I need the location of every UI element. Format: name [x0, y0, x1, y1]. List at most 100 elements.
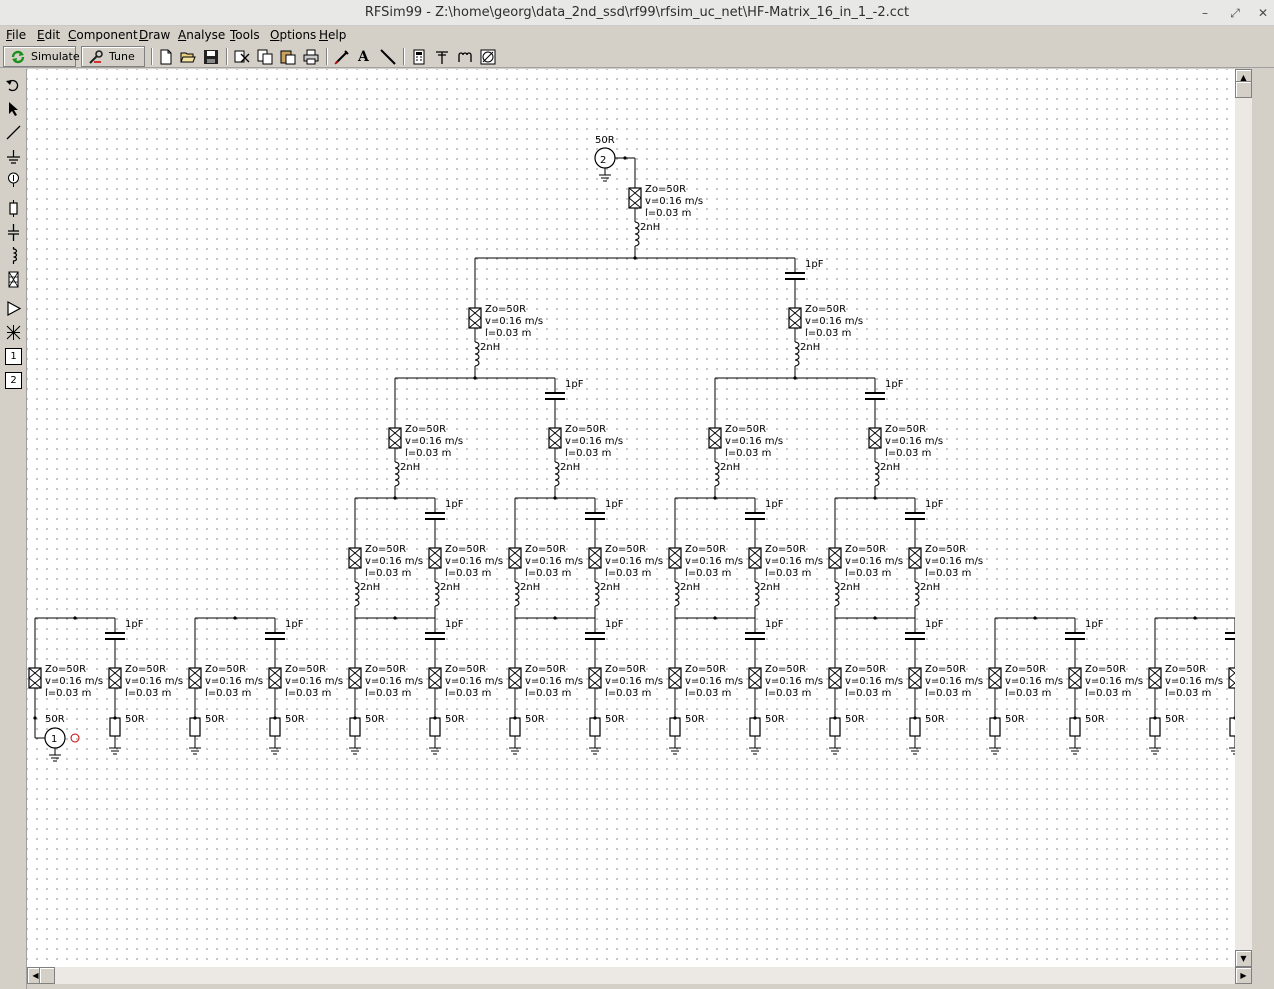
- junction-dot: [553, 496, 557, 500]
- resistor: [589, 717, 601, 737]
- restore-button[interactable]: ⤢: [1230, 6, 1240, 20]
- menu-options-label: ptions: [279, 28, 317, 42]
- transmission-line-icon[interactable]: [5, 271, 22, 288]
- transmission-line-pattern: [468, 307, 482, 329]
- junction-dot: [473, 376, 477, 380]
- vertical-scrollbar[interactable]: ▲ ▼: [1235, 69, 1252, 967]
- calculator-icon[interactable]: [410, 48, 428, 66]
- wire-icon[interactable]: [5, 124, 22, 141]
- paste-icon[interactable]: [279, 48, 297, 66]
- inductor-label: 2nH: [880, 462, 900, 473]
- inductor-icon[interactable]: [5, 247, 22, 264]
- resistor-label: 50R: [525, 714, 545, 725]
- transformer-icon[interactable]: [5, 324, 22, 341]
- tline-length-label: l=0.03 m: [885, 448, 931, 459]
- save-file-icon[interactable]: [202, 48, 220, 66]
- tline-impedance-label: Zo=50R: [285, 664, 326, 675]
- menu-options[interactable]: Options: [270, 28, 316, 42]
- tline-velocity-label: v=0.16 m/s: [445, 676, 503, 687]
- tline-length-label: l=0.03 m: [765, 568, 811, 579]
- menu-draw[interactable]: Draw: [139, 28, 170, 42]
- junction-dot: [913, 716, 917, 720]
- transmission-line: [748, 667, 762, 689]
- transmission-line: [588, 667, 602, 689]
- resistor-label: 50R: [205, 714, 225, 725]
- junction-dot: [73, 616, 77, 620]
- smith-chart-icon[interactable]: [479, 48, 497, 66]
- resistor: [349, 717, 361, 737]
- menu-help[interactable]: Help: [319, 28, 346, 42]
- menu-tools[interactable]: Tools: [230, 28, 260, 42]
- simulate-button[interactable]: Simulate: [3, 46, 80, 67]
- menu-component-label: omponent: [76, 28, 138, 42]
- scroll-down-button[interactable]: ▼: [1235, 950, 1252, 967]
- resistor-label: 50R: [285, 714, 305, 725]
- close-button[interactable]: ✕: [1257, 6, 1269, 20]
- tline-velocity-label: v=0.16 m/s: [605, 676, 663, 687]
- tline-length-label: l=0.03 m: [445, 688, 491, 699]
- menu-edit-label: dit: [44, 28, 61, 42]
- tline-velocity-label: v=0.16 m/s: [725, 436, 783, 447]
- capacitor: [585, 632, 605, 640]
- simulate-icon: [11, 50, 25, 64]
- capacitor-icon[interactable]: [5, 224, 22, 241]
- transmission-line-pattern: [1148, 667, 1162, 689]
- tline-impedance-label: Zo=50R: [525, 544, 566, 555]
- ground-icon[interactable]: [5, 148, 22, 165]
- line-tool-icon[interactable]: [379, 48, 397, 66]
- resistor: [429, 717, 441, 737]
- text-tool-icon[interactable]: A: [358, 49, 369, 65]
- menu-component[interactable]: Component: [68, 28, 138, 42]
- resistor-label: 50R: [365, 714, 385, 725]
- menu-edit[interactable]: Edit: [37, 28, 60, 42]
- resistor-icon[interactable]: [5, 200, 22, 217]
- tline-impedance-label: Zo=50R: [525, 664, 566, 675]
- junction-dot: [393, 616, 397, 620]
- copy-icon[interactable]: [256, 48, 274, 66]
- new-file-icon[interactable]: [157, 48, 175, 66]
- amplifier-icon[interactable]: [5, 300, 22, 317]
- resistor-label: 50R: [845, 714, 865, 725]
- tline-impedance-label: Zo=50R: [485, 304, 526, 315]
- vertical-scroll-thumb[interactable]: [1235, 81, 1252, 98]
- scroll-right-button[interactable]: ▶: [1235, 967, 1252, 984]
- tune-button[interactable]: Tune: [81, 46, 145, 67]
- inductor-tool-icon[interactable]: [456, 48, 474, 66]
- menu-file[interactable]: File: [6, 28, 26, 42]
- menu-edit-mnemonic: E: [37, 28, 45, 42]
- minimize-button[interactable]: –: [1202, 6, 1208, 20]
- tline-velocity-label: v=0.16 m/s: [365, 556, 423, 567]
- tline-velocity-label: v=0.16 m/s: [525, 556, 583, 567]
- inductor-label: 2nH: [520, 582, 540, 593]
- menu-component-mnemonic: C: [68, 28, 77, 42]
- junction-dot: [113, 716, 117, 720]
- resistor: [269, 717, 281, 737]
- inductor-label: 2nH: [640, 222, 660, 233]
- source-icon[interactable]: [5, 171, 22, 188]
- transmission-line: [828, 667, 842, 689]
- menu-analyse[interactable]: Analyse: [178, 28, 225, 42]
- tline-length-label: l=0.03 m: [845, 688, 891, 699]
- port-1-icon[interactable]: 1: [5, 348, 22, 365]
- inductor-label: 2nH: [920, 582, 940, 593]
- window-title: RFSim99 - Z:\home\georg\data_2nd_ssd\rf9…: [364, 5, 910, 20]
- transmission-line: [908, 667, 922, 689]
- cut-icon[interactable]: [233, 48, 251, 66]
- tline-velocity-label: v=0.16 m/s: [285, 676, 343, 687]
- tline-length-label: l=0.03 m: [645, 208, 691, 219]
- horizontal-scroll-thumb[interactable]: [39, 967, 55, 984]
- horizontal-scrollbar[interactable]: ◀ ▶: [27, 967, 1252, 984]
- open-file-icon[interactable]: [179, 48, 197, 66]
- antenna-icon[interactable]: [433, 48, 451, 66]
- ground-symbol: [429, 747, 441, 755]
- print-icon[interactable]: [302, 48, 320, 66]
- capacitor-label: 1pF: [1085, 619, 1104, 630]
- port-2-icon[interactable]: 2: [5, 372, 22, 389]
- tline-impedance-label: Zo=50R: [925, 664, 966, 675]
- undo-icon[interactable]: [5, 77, 22, 94]
- junction-dot: [833, 716, 837, 720]
- wire-pen-icon[interactable]: [333, 48, 351, 66]
- select-pointer-icon[interactable]: [5, 100, 22, 117]
- ground-symbol: [749, 747, 761, 755]
